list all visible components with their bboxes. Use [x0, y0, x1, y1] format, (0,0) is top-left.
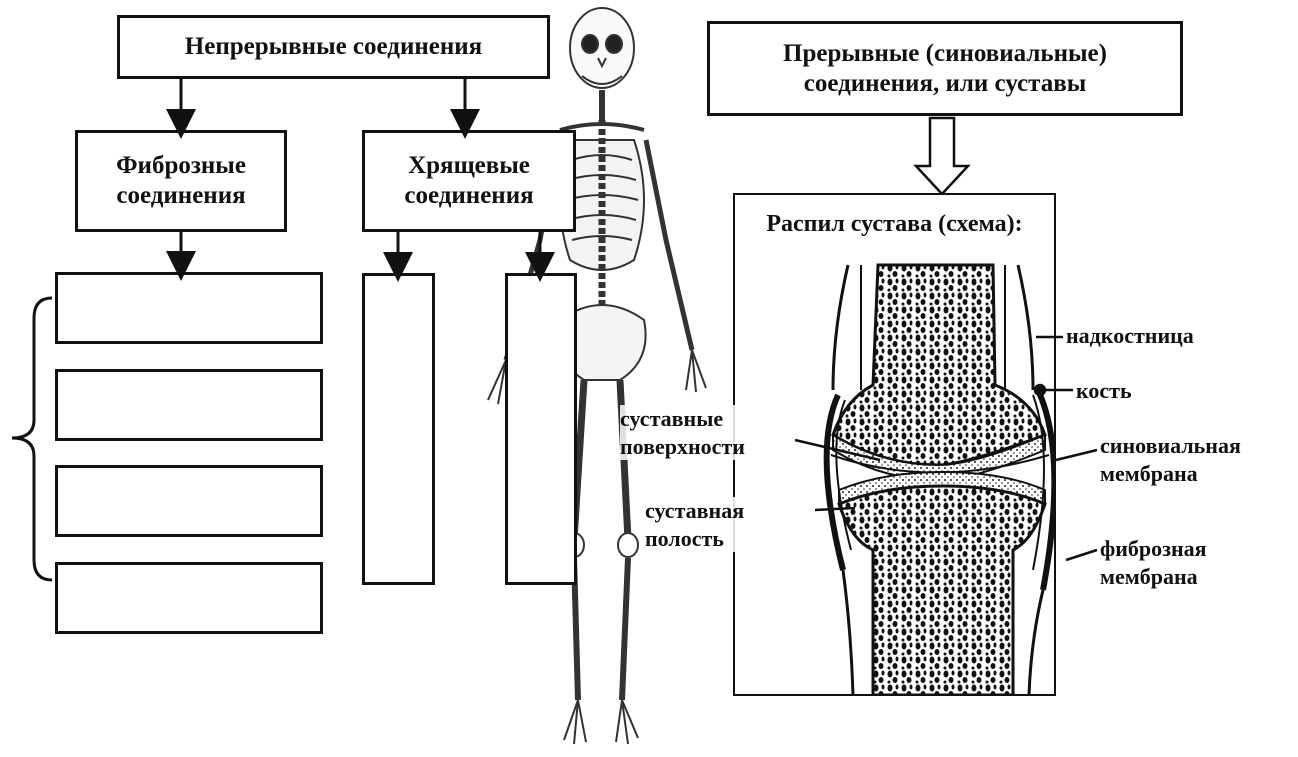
- label-fibrous-line2: мембрана: [1100, 563, 1207, 591]
- label-bone: кость: [1076, 377, 1132, 405]
- label-articular-cavity: суставная полость: [645, 497, 744, 552]
- label-fibrous-line1: фиброзная: [1100, 535, 1207, 563]
- label-surfaces-line1: суставные: [620, 405, 745, 433]
- pointer-surfaces: [795, 440, 880, 460]
- pointer-cavity: [815, 508, 855, 510]
- label-synovial-membrane: синовиальная мембрана: [1100, 432, 1241, 487]
- label-articular-surfaces: суставные поверхности: [620, 405, 745, 460]
- label-fibrous-membrane: фиброзная мембрана: [1100, 535, 1207, 590]
- label-cavity-line1: суставная: [645, 497, 744, 525]
- label-periosteum: надкостница: [1066, 322, 1194, 350]
- label-synovial-line2: мембрана: [1100, 460, 1241, 488]
- pointer-synovial: [1056, 450, 1097, 460]
- label-cavity-line2: полость: [645, 525, 744, 553]
- pointer-fibrous: [1066, 550, 1097, 560]
- label-synovial-line1: синовиальная: [1100, 432, 1241, 460]
- label-surfaces-line2: поверхности: [620, 433, 745, 461]
